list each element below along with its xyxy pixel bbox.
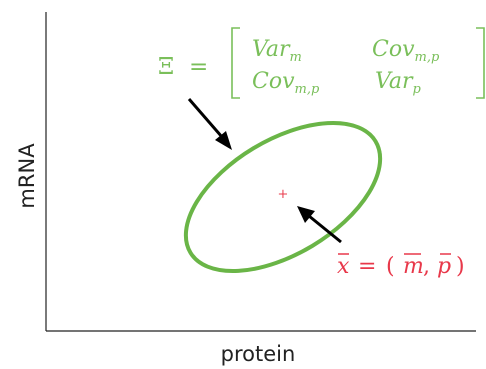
x-axis-label: protein (221, 342, 296, 366)
matrix-left-bracket (231, 27, 240, 99)
matrix-equals: = (189, 54, 208, 80)
matrix-cell-var-m-base: Var (252, 37, 291, 62)
matrix-cell-var-m-sub: m (290, 50, 302, 65)
covariance-matrix-equation: Ξ = Varm Covm,p Covm,p Varp (158, 27, 485, 99)
matrix-cell-cov-mp-top-sub: m,p (415, 50, 440, 65)
matrix-cell-cov-mp-bottom: Covm,p (252, 69, 320, 97)
matrix-cell-var-p-sub: p (413, 82, 422, 97)
matrix-cell-var-p-base: Var (375, 69, 414, 94)
mean-arrow (297, 206, 342, 244)
mean-p: p (437, 254, 451, 279)
matrix-cell-cov-mp-bottom-base: Cov (252, 69, 295, 94)
xi-symbol: Ξ (158, 54, 174, 80)
matrix-cell-cov-mp-bottom-sub: m,p (295, 82, 320, 97)
ellipse-arrow (187, 98, 232, 150)
mean-marker: + (278, 187, 289, 202)
mean-equals: = (358, 254, 376, 279)
mean-close-paren: ) (456, 254, 465, 279)
mean-comma: , (423, 254, 430, 279)
mean-m: m (403, 254, 424, 279)
matrix-cell-var-p: Varp (375, 69, 422, 97)
matrix-cell-cov-mp-top-base: Cov (372, 37, 415, 62)
matrix-cell-cov-mp-top: Covm,p (372, 37, 440, 65)
mean-open-paren: ( (386, 254, 395, 279)
covariance-ellipse (183, 120, 383, 274)
mean-lhs: x (337, 254, 350, 279)
y-axis-label: mRNA (15, 143, 39, 209)
matrix-right-bracket (476, 27, 485, 99)
matrix-cell-var-m: Varm (252, 37, 302, 65)
mean-vector-equation: x = ( m , p ) (337, 253, 465, 279)
